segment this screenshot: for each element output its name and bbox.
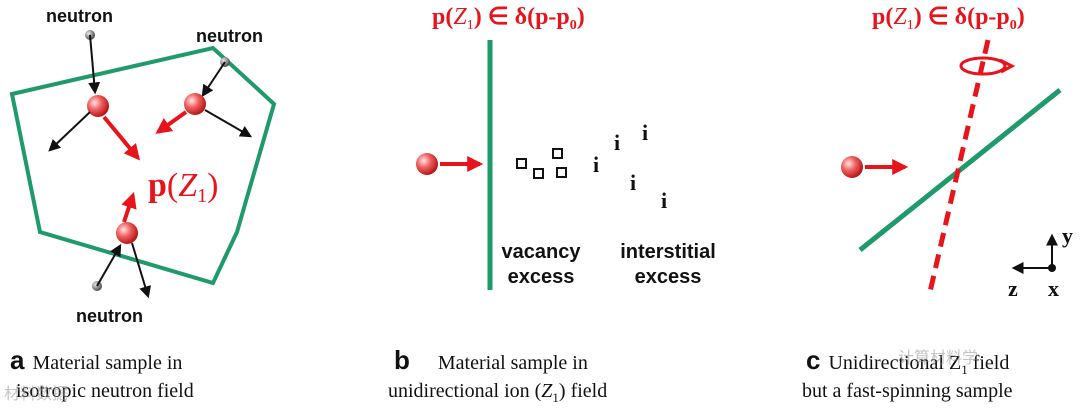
neutron-track — [201, 61, 226, 97]
neutron-track — [88, 34, 101, 95]
momentum-sub: 1 — [197, 185, 207, 207]
caption-letter: a — [10, 345, 25, 375]
interstitial-label: interstitial — [620, 241, 716, 263]
neutron-label: neutron — [76, 306, 143, 326]
spin-icon — [959, 56, 1007, 76]
caption-c: c Unidirectional Z1 field — [806, 346, 1009, 384]
vacancy-mark — [552, 148, 563, 159]
watermark-right: 计算材料学 — [898, 350, 979, 367]
momentum-arrow — [121, 191, 137, 223]
diagram-canvas: neutron neutron neutron p(Z1) p(Z1) ∈ δ(… — [9, 4, 1073, 326]
caption-letter: b — [394, 345, 410, 375]
caption-line: Material sample in — [437, 352, 588, 374]
axis-z-label: z — [1008, 276, 1018, 301]
spin-axis — [927, 39, 991, 293]
formula-b: p(Z1) ∈ δ(p-p0) — [432, 4, 585, 33]
neutron-label: neutron — [196, 26, 263, 46]
caption-line: but a fast-spinning sample — [802, 380, 1013, 402]
formula-c: p(Z1) ∈ δ(p-p0) — [872, 4, 1025, 33]
spin-arrowhead — [999, 58, 1016, 74]
panel-a: neutron neutron neutron p(Z1) — [9, 6, 277, 326]
caption-b-line2: unidirectional ion (Z1) field — [388, 377, 607, 412]
vacancy-mark — [556, 167, 567, 178]
momentum-label: p(Z1) — [148, 167, 219, 207]
caption-text: field — [967, 352, 1010, 374]
momentum-arrow — [102, 115, 141, 161]
momentum-arrow — [155, 110, 188, 134]
caption-b: b Material sample in — [394, 346, 588, 377]
caption-z: Z — [541, 380, 553, 402]
caption-text: ) field — [558, 380, 608, 402]
vacancy-mark — [533, 168, 544, 179]
interstitial-mark: i — [630, 170, 636, 195]
vacancy-label: excess — [508, 266, 575, 288]
atom-ball — [184, 93, 206, 115]
neutron-track — [96, 243, 122, 287]
recoil-track — [48, 111, 91, 152]
caption-letter: c — [806, 345, 821, 375]
atom-ball — [116, 222, 138, 244]
caption-line: Material sample in — [32, 352, 183, 374]
caption-line: Unidirectional Z — [828, 352, 962, 374]
neutron-label: neutron — [46, 6, 113, 26]
interstitial-label: excess — [635, 266, 702, 288]
caption-a: a Material sample in — [10, 346, 182, 377]
caption-c-line2: but a fast-spinning sample — [802, 377, 1013, 405]
atom-ball — [87, 95, 109, 117]
interstitial-mark: i — [614, 130, 620, 155]
recoil-track — [204, 109, 253, 138]
interstitial-mark: i — [661, 188, 667, 213]
caption-text: unidirectional ion ( — [388, 380, 542, 402]
sample-pentagon — [9, 45, 277, 286]
axis-x-dot — [1048, 264, 1056, 272]
ion-ball — [841, 156, 863, 178]
caption-sub: 1 — [961, 362, 968, 377]
momentum-symbol: p — [148, 167, 167, 204]
ion-ball — [416, 153, 438, 175]
recoil-track — [131, 242, 151, 299]
vacancy-mark — [516, 158, 527, 169]
watermark-left: 材料数据 — [4, 386, 69, 403]
panel-c: p(Z1) ∈ δ(p-p0) y z x — [841, 4, 1073, 301]
axis-x-label: x — [1048, 276, 1059, 301]
momentum-arg: Z — [178, 167, 198, 204]
caption-line: isotropic neutron field — [16, 380, 194, 402]
caption-a-line2: isotropic neutron field — [16, 377, 194, 405]
caption-sub: 1 — [552, 390, 559, 405]
axis-y-label: y — [1062, 223, 1073, 248]
interstitial-mark: i — [593, 152, 599, 177]
panel-b: p(Z1) ∈ δ(p-p0) i i i i i vacancy excess… — [416, 4, 716, 290]
interstitial-mark: i — [642, 120, 648, 145]
vacancy-label: vacancy — [502, 241, 582, 263]
